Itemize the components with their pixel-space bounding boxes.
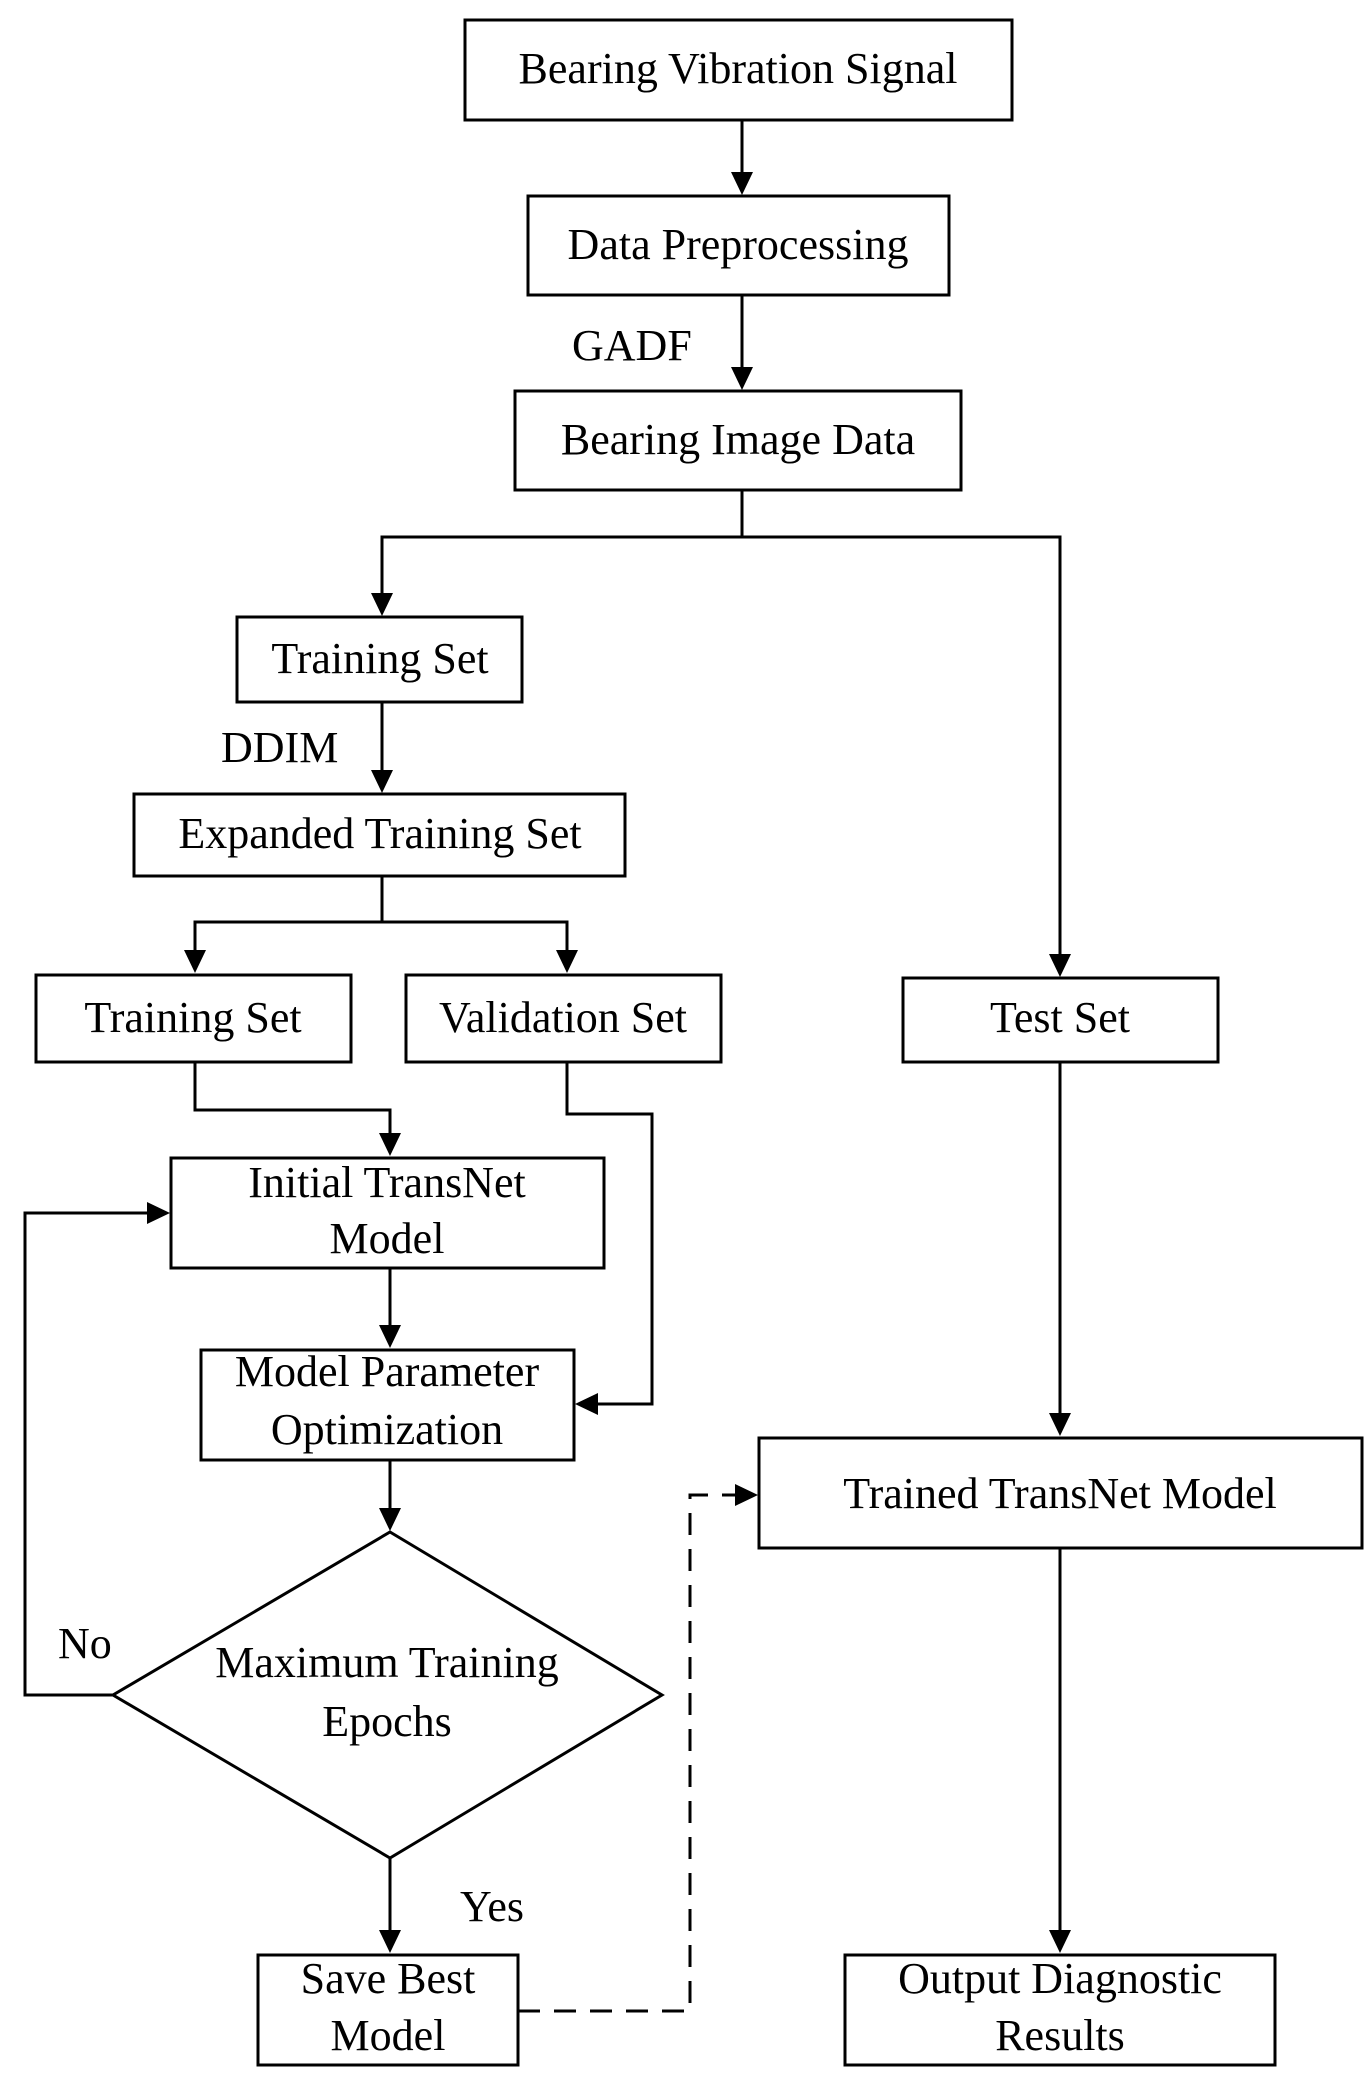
edge-expanded-split [193, 876, 384, 950]
node-label: Bearing Vibration Signal [519, 44, 958, 93]
node-label-line-2: Epochs [322, 1697, 452, 1746]
connectors [23, 120, 1071, 2013]
node-label: Data Preprocessing [568, 220, 909, 269]
node-label-line-1: Initial TransNet [248, 1158, 525, 1207]
node-label-line-2: Model [330, 1214, 445, 1263]
arrowhead-output [1049, 1930, 1071, 1953]
edge-no-loop [23, 1211, 147, 1697]
node-label-line-1: Save Best [301, 1954, 476, 2003]
node-label-line-2: Model [331, 2011, 446, 2060]
edge-label-gadf: GADF [572, 321, 692, 370]
node-label-line-1: Maximum Training [215, 1638, 559, 1687]
node-output-diagnostic-results: Output Diagnostic Results [843, 1953, 1277, 2067]
arrowhead-optimization-side [575, 1393, 598, 1415]
node-label: Training Set [84, 993, 301, 1042]
arrowhead-expanded [371, 770, 393, 793]
node-label-line-1: Output Diagnostic [898, 1954, 1222, 2003]
edge-image-to-test [742, 535, 1062, 954]
edge-label-ddim: DDIM [221, 723, 338, 772]
node-bearing-image-data: Bearing Image Data [513, 389, 963, 492]
node-trained-transnet-model: Trained TransNet Model [757, 1436, 1364, 1550]
edge-training-to-initial-model [193, 1062, 392, 1133]
node-model-parameter-optimization: Model Parameter Optimization [199, 1347, 576, 1462]
node-bearing-vibration-signal: Bearing Vibration Signal [463, 18, 1014, 122]
node-validation-set: Validation Set [404, 973, 723, 1064]
arrowhead-preprocessing [731, 172, 753, 195]
node-label-line-2: Results [995, 2011, 1125, 2060]
arrowhead-no-loop [147, 1202, 170, 1224]
edge-save-to-trained-dashed [518, 1493, 735, 2013]
node-label: Training Set [271, 634, 488, 683]
node-label: Validation Set [439, 993, 687, 1042]
node-data-preprocessing: Data Preprocessing [526, 194, 951, 297]
node-maximum-training-epochs-decision: Maximum Training Epochs [110, 1530, 665, 1860]
node-training-set-initial: Training Set [235, 615, 524, 704]
arrowhead-image-data [731, 367, 753, 390]
edge-expanded-to-validation [382, 920, 569, 950]
node-label: Bearing Image Data [561, 415, 915, 464]
node-training-set-split: Training Set [34, 973, 353, 1064]
arrowhead-training-set [371, 593, 393, 616]
arrowhead-training-split [184, 950, 206, 973]
arrowhead-save-model [379, 1930, 401, 1953]
arrowhead-trained-side [735, 1484, 758, 1506]
arrowhead-initial-model [379, 1133, 401, 1156]
node-label: Trained TransNet Model [843, 1469, 1277, 1518]
node-label-line-1: Model Parameter [235, 1347, 540, 1396]
node-label: Expanded Training Set [178, 809, 581, 858]
node-label: Test Set [990, 993, 1130, 1042]
node-label-line-2: Optimization [271, 1405, 503, 1454]
arrowhead-validation [556, 950, 578, 973]
node-save-best-model: Save Best Model [256, 1953, 520, 2067]
node-test-set: Test Set [901, 976, 1220, 1064]
edge-validation-to-optimization [565, 1062, 654, 1406]
edge-label-yes: Yes [460, 1882, 524, 1931]
node-initial-transnet-model: Initial TransNet Model [169, 1156, 606, 1270]
arrowhead-trained-top [1049, 1413, 1071, 1436]
arrowhead-test-set [1049, 954, 1071, 977]
arrowhead-decision [379, 1508, 401, 1531]
node-expanded-training-set: Expanded Training Set [132, 792, 627, 878]
edge-label-no: No [58, 1619, 112, 1668]
edge-image-to-training [380, 490, 744, 593]
arrowhead-optimization-top [379, 1325, 401, 1348]
